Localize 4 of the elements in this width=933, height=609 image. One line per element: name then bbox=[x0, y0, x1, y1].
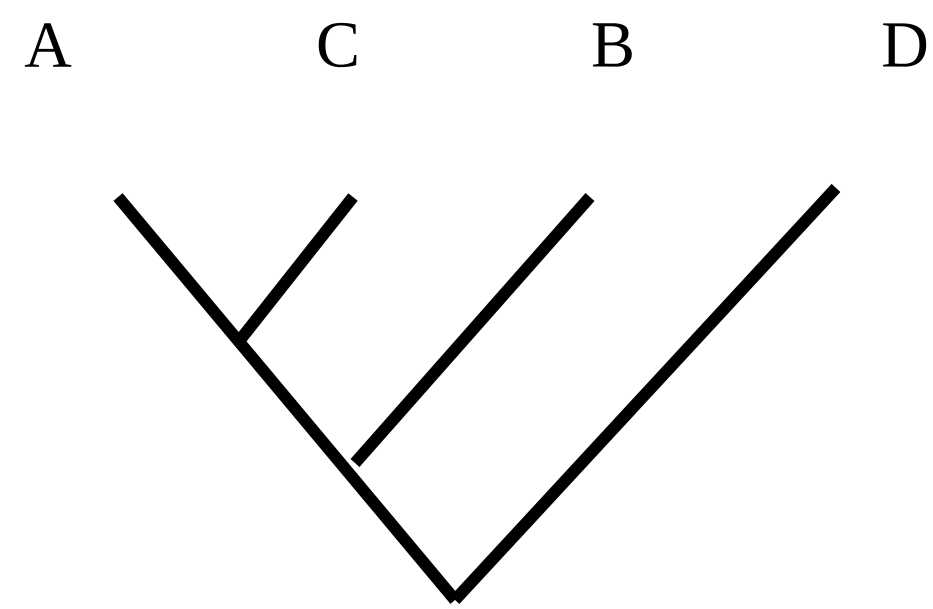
taxon-label: D bbox=[883, 23, 926, 67]
taxon-label: B bbox=[592, 23, 632, 67]
taxon-label: A bbox=[24, 23, 72, 67]
taxon-label: C bbox=[318, 22, 356, 68]
